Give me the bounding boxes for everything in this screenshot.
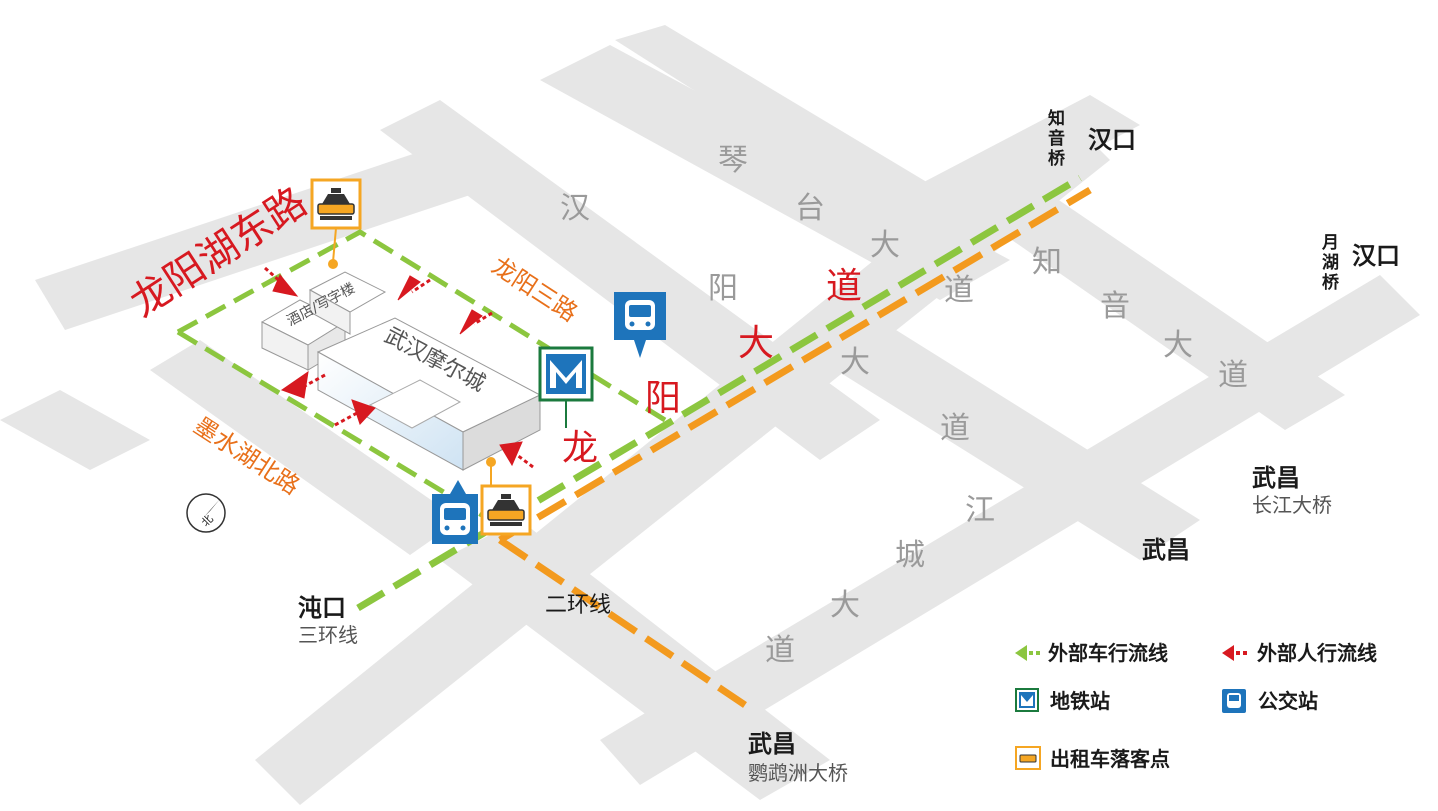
taxi-marker-north bbox=[310, 178, 362, 269]
road-longyang-dadao bbox=[255, 110, 1110, 805]
ped-arrow bbox=[280, 370, 326, 399]
road-qintai-upper bbox=[615, 25, 940, 215]
ped-arrow bbox=[397, 275, 431, 301]
vehicle-route bbox=[176, 174, 1082, 612]
vehicle-route-loop bbox=[176, 229, 667, 423]
orange-line-south bbox=[498, 537, 747, 708]
road-char-longyang-dadao: 阳 bbox=[645, 378, 681, 419]
road-char-qintai: 道 bbox=[944, 273, 974, 308]
dest-wuchang: 武昌 bbox=[1142, 536, 1190, 564]
ped-arrow bbox=[334, 399, 376, 427]
dest-vertical-char: 桥 bbox=[1048, 149, 1066, 169]
legend-vehicle-flow-label: 外部车行流线 bbox=[1048, 641, 1168, 665]
dest-vertical-char: 桥 bbox=[1322, 273, 1340, 293]
road-jiangcheng-dadao bbox=[600, 275, 1420, 785]
taxi-icon bbox=[1019, 754, 1037, 763]
metro-marker bbox=[538, 346, 594, 428]
road-qintai-dadao bbox=[540, 45, 1010, 300]
bus-icon bbox=[440, 503, 470, 535]
taxi-icon bbox=[487, 494, 525, 526]
dest-zhuankou: 沌口 bbox=[298, 594, 346, 622]
legend-bus-label: 公交站 bbox=[1258, 689, 1318, 713]
ped-arrow bbox=[264, 266, 299, 297]
road-char-zhiyin: 音 bbox=[1100, 289, 1130, 324]
road-char-jiangcheng: 大 bbox=[830, 588, 860, 623]
road-char-zhiyin: 道 bbox=[1218, 358, 1248, 393]
dest-wuchang-yingwuzhou-sub: 鹦鹉洲大桥 bbox=[748, 761, 848, 785]
road-char-qintai: 大 bbox=[870, 228, 900, 263]
taxi-marker-south bbox=[480, 457, 532, 536]
pedestrian-arrows bbox=[264, 266, 534, 469]
dest-vertical-char: 月 bbox=[1321, 233, 1339, 253]
road-char-zhiyin: 大 bbox=[1163, 328, 1193, 363]
ped-arrow bbox=[499, 441, 534, 469]
dest-wuchang-changjiang-sub: 长江大桥 bbox=[1252, 493, 1332, 517]
road-char-jiangcheng: 道 bbox=[765, 633, 795, 668]
road-moshuihu-beilu bbox=[150, 340, 460, 555]
dest-hankou-yuehu: 汉口 bbox=[1352, 242, 1400, 270]
metro-icon bbox=[546, 354, 586, 394]
road-char-longyang-dadao: 大 bbox=[738, 323, 774, 364]
bus-marker-south bbox=[432, 480, 478, 544]
metro-icon bbox=[1021, 695, 1033, 706]
destinations: 知 音 桥 汉口 月 湖 桥 汉口 武昌 长江大桥 武昌 武昌 鹦鹉洲大桥 沌口… bbox=[298, 108, 1400, 785]
buildings: 酒店/写字楼 武汉摩尔城 bbox=[260, 271, 542, 471]
dest-vertical-char: 湖 bbox=[1322, 253, 1339, 273]
legend-taxi-label: 出租车落客点 bbox=[1050, 747, 1170, 771]
road-char-longyang-dadao: 龙 bbox=[562, 428, 598, 469]
road-erhuan bbox=[440, 520, 830, 800]
legend-pedestrian-flow-label: 外部人行流线 bbox=[1257, 641, 1377, 665]
legend: 外部车行流线 外部人行流线 地铁站 公交站 出租车落客点 bbox=[1015, 641, 1377, 771]
road-char-hanyang: 道 bbox=[940, 411, 970, 446]
road-left-spur bbox=[0, 390, 150, 470]
dest-wuchang-changjiang: 武昌 bbox=[1252, 464, 1300, 492]
road-char-qintai: 琴 bbox=[718, 143, 748, 178]
road-char-longyang-dadao: 道 bbox=[826, 266, 862, 307]
ped-arrow bbox=[459, 309, 493, 335]
road-label-erhuan: 二环线 bbox=[545, 593, 611, 618]
orange-line-main bbox=[498, 186, 1092, 544]
vehicle-route-main bbox=[356, 174, 1082, 612]
dest-wuchang-yingwuzhou: 武昌 bbox=[748, 730, 796, 758]
second-ring-line bbox=[498, 186, 1092, 708]
legend-metro-label: 地铁站 bbox=[1050, 689, 1110, 713]
legend-metro: 地铁站 bbox=[1015, 688, 1110, 713]
compass-arrow-icon bbox=[204, 499, 220, 517]
road-upper-right bbox=[880, 95, 1140, 235]
legend-vehicle-flow: 外部车行流线 bbox=[1015, 641, 1168, 665]
road-char-hanyang: 阳 bbox=[708, 271, 738, 306]
legend-pedestrian-flow: 外部人行流线 bbox=[1222, 641, 1377, 665]
legend-bus: 公交站 bbox=[1222, 689, 1318, 713]
road-network bbox=[0, 25, 1420, 805]
dest-zhuankou-sub: 三环线 bbox=[298, 623, 358, 647]
taxi-icon bbox=[317, 188, 355, 220]
compass: 北 bbox=[186, 493, 226, 533]
road-char-hanyang: 大 bbox=[840, 345, 870, 380]
bus-icon bbox=[625, 300, 655, 330]
road-char-qintai: 台 bbox=[795, 191, 825, 226]
vehicle-route-south bbox=[176, 329, 492, 523]
legend-taxi: 出租车落客点 bbox=[1015, 746, 1170, 771]
dest-vertical-char: 音 bbox=[1048, 128, 1065, 149]
road-char-jiangcheng: 城 bbox=[895, 538, 925, 573]
road-char-zhiyin: 知 bbox=[1032, 245, 1062, 280]
road-char-hanyang: 汉 bbox=[560, 191, 590, 226]
dest-hankou-zhiyin: 汉口 bbox=[1088, 126, 1136, 154]
dest-vertical-char: 知 bbox=[1047, 108, 1065, 129]
road-char-jiangcheng: 江 bbox=[965, 493, 995, 528]
bus-marker-north bbox=[614, 292, 666, 358]
